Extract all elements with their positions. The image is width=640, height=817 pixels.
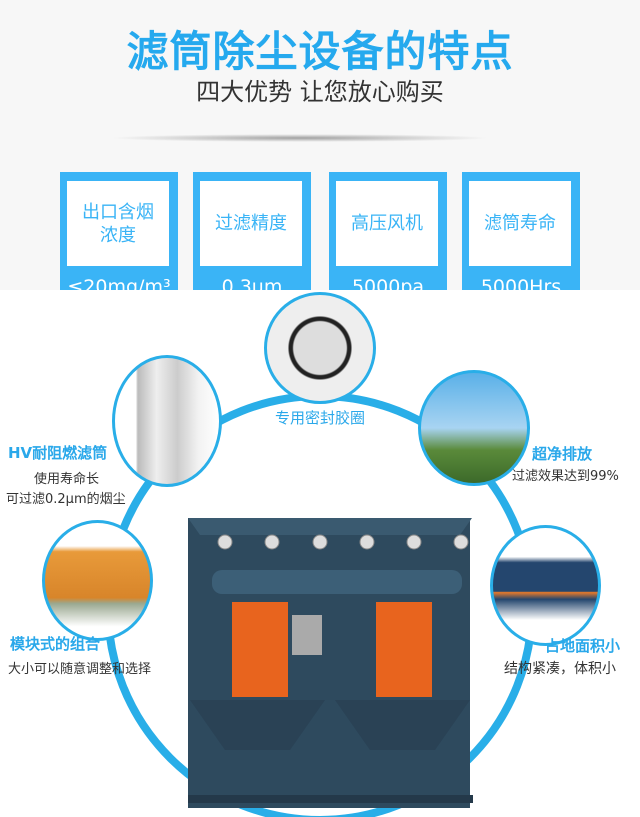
page-title: 滤筒除尘设备的特点 bbox=[126, 27, 514, 76]
compact-image bbox=[490, 525, 601, 646]
module-title: 模块式的组合 bbox=[10, 635, 101, 653]
compact-title: 占地面积小 bbox=[545, 637, 621, 655]
filter-title: HV耐阻燃滤筒 bbox=[8, 444, 108, 462]
divider-shadow bbox=[110, 134, 490, 142]
clean-desc: 过滤效果达到99% bbox=[512, 469, 619, 484]
filter-desc-1: 使用寿命长 bbox=[34, 472, 100, 487]
seal-ring-image bbox=[264, 292, 376, 404]
seal-title: 专用密封胶圈 bbox=[274, 409, 365, 427]
clean-emission-image bbox=[418, 370, 530, 486]
module-desc: 大小可以随意调整和选择 bbox=[8, 662, 152, 677]
filter-desc-2: 可过滤0.2μm的烟尘 bbox=[6, 492, 126, 507]
page-subtitle: 四大优势 让您放心购买 bbox=[196, 78, 444, 106]
filter-cartridge-image bbox=[112, 355, 222, 487]
clean-title: 超净排放 bbox=[532, 445, 593, 463]
compact-desc: 结构紧凑，体积小 bbox=[504, 661, 616, 677]
card-label: 过滤精度 bbox=[200, 181, 302, 266]
modular-image bbox=[42, 520, 153, 641]
dust-collector-image bbox=[188, 518, 473, 808]
card-label: 高压风机 bbox=[336, 181, 438, 266]
card-label: 滤筒寿命 bbox=[469, 181, 571, 266]
card-label: 出口含烟浓度 bbox=[67, 181, 169, 266]
